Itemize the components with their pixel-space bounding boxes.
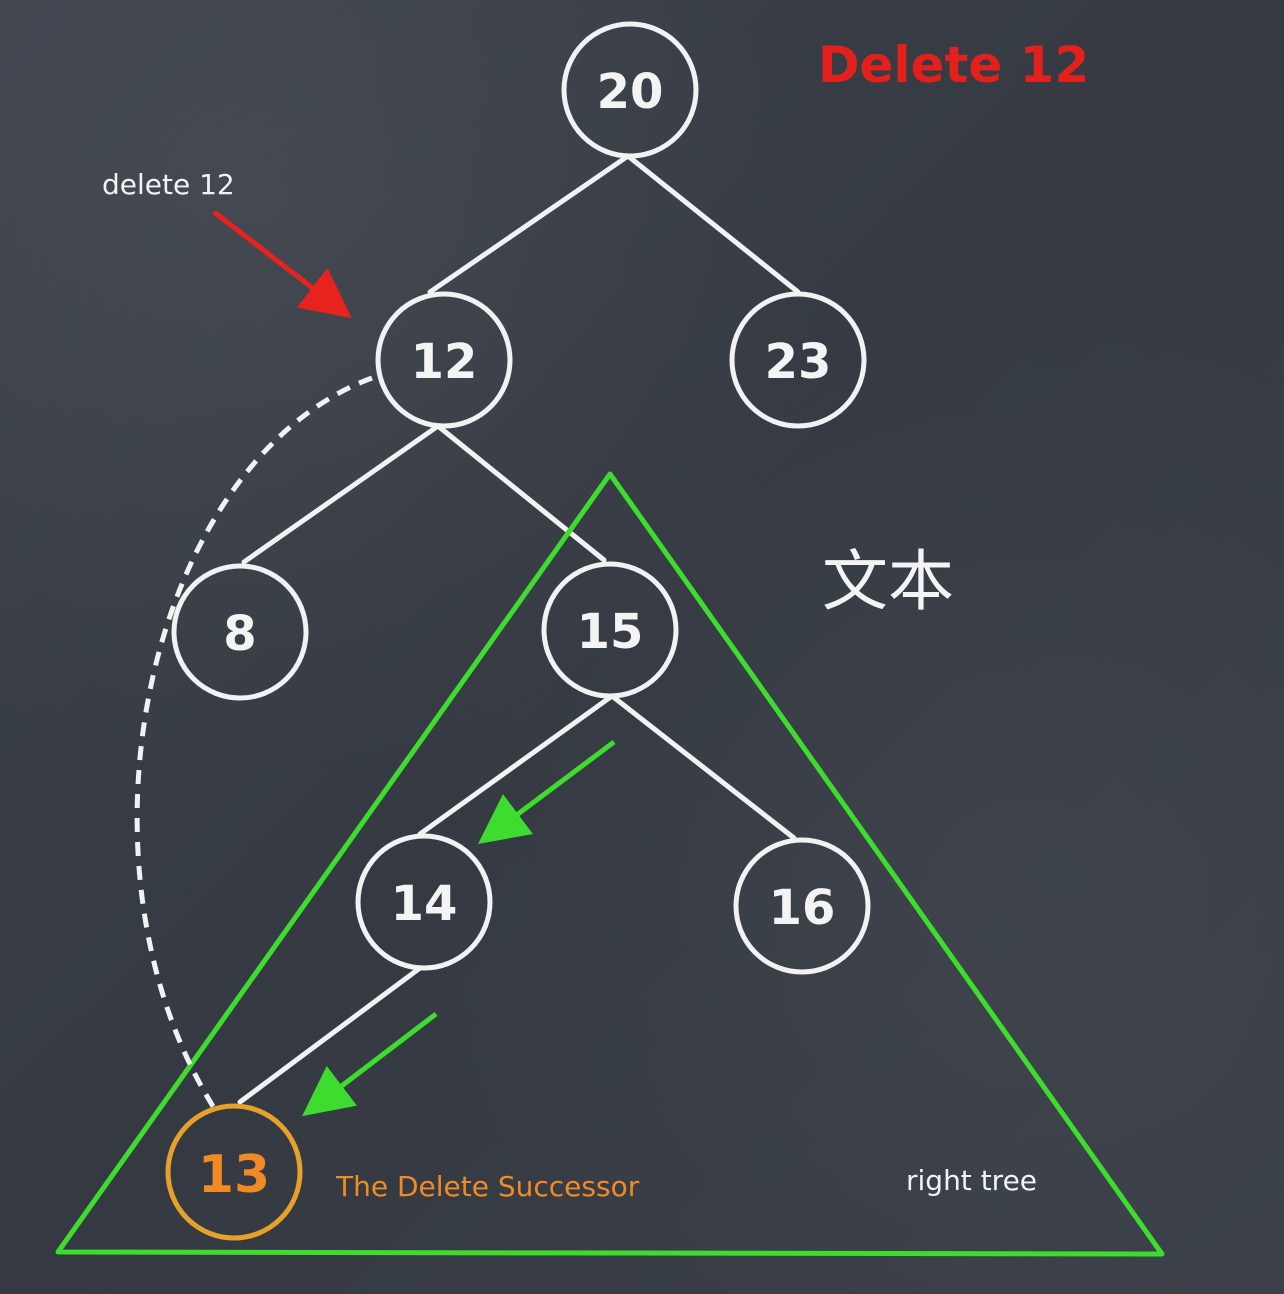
svg-text:12: 12 [411, 334, 478, 390]
svg-text:20: 20 [597, 64, 664, 120]
node-15: 15 [541, 561, 679, 699]
side-text: 文本 [822, 543, 954, 620]
right-tree-label: right tree [906, 1164, 1037, 1197]
node-23: 23 [729, 291, 867, 429]
node-16: 16 [733, 837, 871, 975]
node-12: 12 [375, 291, 513, 429]
diagram-title: Delete 12 [818, 36, 1089, 94]
svg-text:16: 16 [769, 880, 836, 936]
green-arrow-14-to-13 [302, 1012, 438, 1117]
node-8: 8 [171, 563, 309, 701]
successor-dashed-path [134, 375, 373, 1110]
edge-15-14 [417, 693, 615, 837]
svg-text:23: 23 [765, 334, 832, 390]
node-13-successor: 13 [165, 1103, 303, 1241]
edge-12-15 [435, 423, 607, 563]
svg-text:14: 14 [391, 876, 458, 932]
edge-14-13 [237, 965, 423, 1105]
edge-15-16 [609, 693, 797, 841]
edge-20-12 [427, 153, 631, 295]
svg-text:8: 8 [223, 606, 256, 662]
edge-12-8 [241, 423, 441, 565]
node-20: 20 [561, 21, 699, 159]
green-arrow-15-to-14 [478, 740, 616, 844]
edge-20-23 [625, 153, 801, 295]
node-14: 14 [355, 833, 493, 971]
right-subtree-triangle [55, 471, 1165, 1257]
delete-annotation-label: delete 12 [102, 168, 235, 201]
svg-text:15: 15 [577, 604, 644, 660]
delete-pointer-arrow [212, 210, 352, 319]
svg-text:13: 13 [198, 1145, 270, 1205]
successor-label: The Delete Successor [335, 1170, 640, 1203]
